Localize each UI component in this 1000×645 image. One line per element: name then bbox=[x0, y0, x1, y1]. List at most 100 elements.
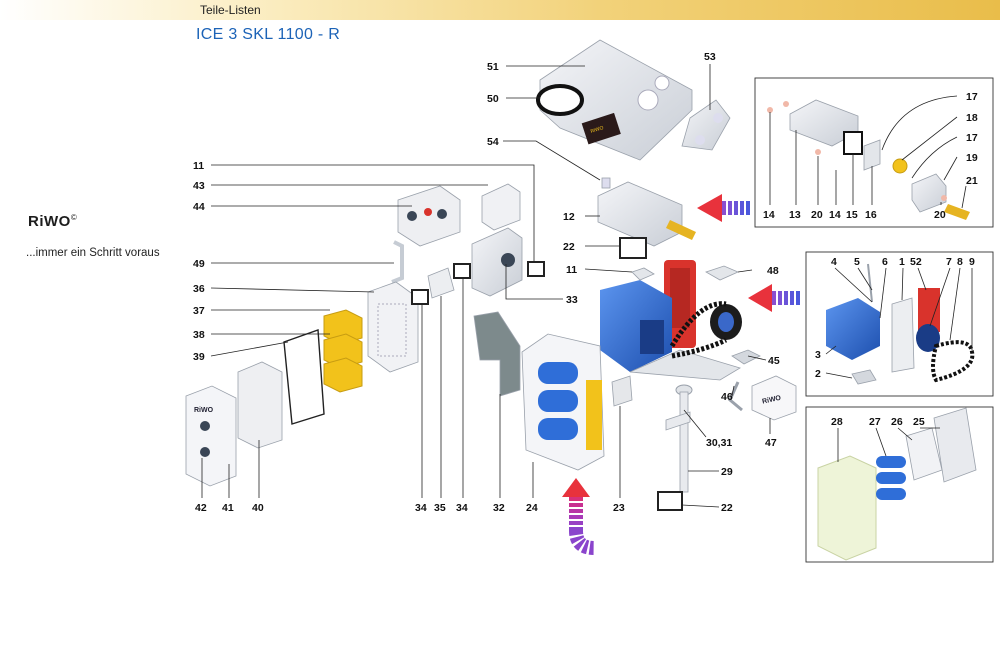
callout-2: 2 bbox=[815, 368, 821, 380]
drive-detail-labels: 4 5 6 1 52 7 8 9 3 2 bbox=[815, 256, 975, 380]
registered-mark: © bbox=[70, 213, 78, 222]
callout-54: 54 bbox=[487, 136, 499, 148]
header-bar bbox=[0, 0, 1000, 20]
callout-3: 3 bbox=[815, 349, 821, 361]
leader-lines bbox=[201, 64, 973, 508]
control-unit-part: RiWO bbox=[185, 385, 237, 487]
callout-35: 35 bbox=[434, 502, 446, 514]
small-bracket-part bbox=[731, 349, 761, 365]
motor-box-part bbox=[471, 227, 523, 297]
cover-47-part: RiWO bbox=[751, 375, 797, 421]
callout-46: 46 bbox=[721, 391, 733, 403]
callout-18: 18 bbox=[966, 112, 978, 124]
callout-47: 47 bbox=[765, 437, 777, 449]
callout-24: 24 bbox=[526, 502, 538, 514]
brand-logo-text: RiWO bbox=[28, 213, 71, 230]
callout-22-lower: 22 bbox=[721, 502, 733, 514]
top-cover-part bbox=[536, 39, 693, 161]
callout-33: 33 bbox=[566, 294, 578, 306]
bracket-46-part bbox=[728, 381, 743, 412]
callout-1: 1 bbox=[899, 256, 905, 268]
filter-detail-parts bbox=[817, 407, 977, 561]
page-title: Teile-Listen bbox=[200, 3, 261, 17]
grid-plate-36-part bbox=[367, 281, 419, 373]
gasket-22-lower-part bbox=[657, 491, 683, 511]
callout-27: 27 bbox=[869, 416, 881, 428]
callout-51: 51 bbox=[487, 61, 499, 73]
callout-13: 13 bbox=[789, 209, 801, 221]
callout-6: 6 bbox=[882, 256, 888, 268]
bracket-part bbox=[681, 99, 731, 151]
callout-30-31: 30,31 bbox=[706, 437, 732, 449]
callout-34-left: 34 bbox=[415, 502, 427, 514]
valve-block-part bbox=[597, 177, 696, 247]
callout-7: 7 bbox=[946, 256, 952, 268]
callout-34-right: 34 bbox=[456, 502, 468, 514]
filter-housing-part bbox=[521, 333, 605, 471]
drive-detail-parts bbox=[826, 263, 975, 385]
callout-14-a: 14 bbox=[763, 209, 775, 221]
callout-42: 42 bbox=[195, 502, 207, 514]
brand-tagline: ...immer ein Schritt voraus bbox=[26, 247, 160, 259]
gasket-11a-part bbox=[527, 261, 545, 277]
callout-15: 15 bbox=[846, 209, 858, 221]
callout-40: 40 bbox=[252, 502, 264, 514]
callout-53: 53 bbox=[704, 51, 716, 63]
callout-29: 29 bbox=[721, 466, 733, 478]
callout-17-a: 17 bbox=[966, 91, 978, 103]
filter-35-part bbox=[427, 267, 455, 299]
panel-44-part bbox=[397, 185, 461, 247]
callout-23: 23 bbox=[613, 502, 625, 514]
callout-49: 49 bbox=[193, 258, 205, 270]
callout-22-upper: 22 bbox=[563, 241, 575, 253]
callout-20-b: 20 bbox=[934, 209, 946, 221]
housing-brand-text: RiWO bbox=[590, 125, 605, 135]
callout-52: 52 bbox=[910, 256, 922, 268]
plate-40-part bbox=[237, 361, 283, 449]
cover-brand-text: RiWO bbox=[762, 395, 783, 406]
callout-43: 43 bbox=[193, 180, 205, 192]
callout-39: 39 bbox=[193, 351, 205, 363]
bracket-23-part bbox=[611, 375, 633, 407]
valve-detail-parts bbox=[767, 99, 970, 220]
filter-pads-part bbox=[323, 309, 363, 393]
frame-39-part bbox=[283, 329, 325, 425]
gasket-part bbox=[619, 237, 647, 259]
filter-detail-labels: 28 27 26 25 bbox=[831, 416, 925, 428]
callout-21: 21 bbox=[966, 175, 978, 187]
gasket-34b-part bbox=[453, 263, 471, 279]
drive-belt-part bbox=[669, 301, 742, 359]
brand-logo: RiWO© bbox=[28, 213, 77, 230]
control-brand-text: RiWO bbox=[194, 407, 214, 414]
callout-44: 44 bbox=[193, 201, 205, 213]
callout-9: 9 bbox=[969, 256, 975, 268]
arrow-from-filter-icon bbox=[562, 478, 806, 555]
callout-37: 37 bbox=[193, 305, 205, 317]
callout-12: 12 bbox=[563, 211, 575, 223]
callout-4: 4 bbox=[831, 256, 837, 268]
callout-32: 32 bbox=[493, 502, 505, 514]
plate-part bbox=[705, 265, 739, 281]
callout-17-b: 17 bbox=[966, 132, 978, 144]
callout-11-upper: 11 bbox=[193, 160, 204, 172]
callout-19: 19 bbox=[966, 152, 978, 164]
callout-38: 38 bbox=[193, 329, 205, 341]
callout-25: 25 bbox=[913, 416, 925, 428]
callout-5: 5 bbox=[854, 256, 860, 268]
gasket-11b-part bbox=[631, 267, 655, 281]
callout-26: 26 bbox=[891, 416, 903, 428]
callout-20-a: 20 bbox=[811, 209, 823, 221]
arrow-to-drive-icon bbox=[748, 284, 800, 312]
callout-28: 28 bbox=[831, 416, 843, 428]
arrow-to-valve-icon bbox=[697, 194, 750, 222]
main-pump-part bbox=[600, 280, 741, 381]
callout-41: 41 bbox=[222, 502, 234, 514]
callout-45: 45 bbox=[768, 355, 780, 367]
panel-43-part bbox=[481, 183, 521, 231]
callout-16: 16 bbox=[865, 209, 877, 221]
callout-48: 48 bbox=[767, 265, 779, 277]
clip-49-part bbox=[391, 240, 404, 284]
model-title: ICE 3 SKL 1100 - R bbox=[196, 26, 341, 43]
callout-labels: 51 50 53 54 11 43 44 12 22 11 48 49 36 3… bbox=[193, 51, 780, 514]
